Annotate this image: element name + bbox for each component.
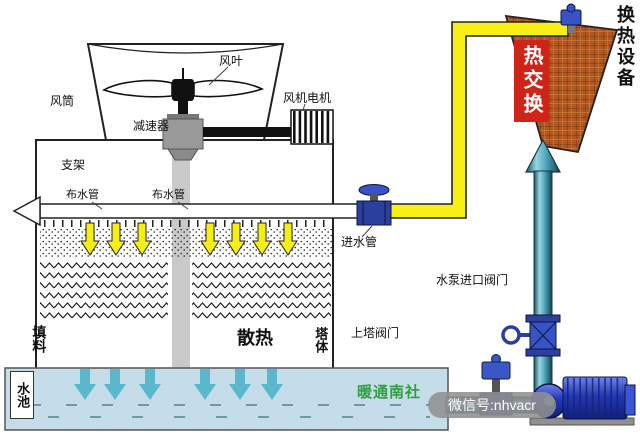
label-packing: 填料 <box>31 325 48 353</box>
label-fan-motor: 风机电机 <box>283 91 332 105</box>
label-heat-exchanger: 热交换 <box>514 40 549 122</box>
label-pointer-lines <box>91 66 373 238</box>
pool-water-dashes <box>30 404 430 418</box>
label-support: 支架 <box>61 158 86 172</box>
distribution-pipe-arrow <box>12 195 41 227</box>
watermark-brand: 暖通南社 <box>357 384 422 401</box>
spray-arrows <box>80 222 298 256</box>
label-dist-pipe-right: 布水管 <box>152 189 185 201</box>
label-water-pool: 水池 <box>15 382 31 408</box>
label-upper-tower-valve: 上塔阀门 <box>351 326 400 340</box>
label-tower-body: 塔体 <box>313 327 329 353</box>
label-wind-cylinder: 风筒 <box>50 94 75 108</box>
label-inlet-pipe: 进水管 <box>341 235 378 249</box>
fan-motor <box>290 109 334 145</box>
exchanger-inlet-valve <box>560 3 582 33</box>
label-heat-dissipation: 散热 <box>237 328 273 348</box>
drive-shaft-bar <box>203 127 291 137</box>
fan-blades <box>102 68 265 119</box>
packing-fill <box>40 262 331 322</box>
inlet-pipe-valve <box>356 184 392 226</box>
pool-flow-arrows <box>74 369 283 400</box>
label-heat-exchange-equipment: 换热设备 <box>615 5 635 89</box>
label-pump-inlet-valve: 水泵进口阀门 <box>436 273 509 287</box>
hot-water-pipe <box>379 21 569 219</box>
label-fan-blade: 风叶 <box>219 54 244 68</box>
distribution-pipe <box>39 203 387 219</box>
label-dist-pipe-left: 布水管 <box>66 189 99 201</box>
tower-central-column <box>172 148 190 374</box>
label-reducer: 减速器 <box>133 119 170 133</box>
watermark-wechat-id: 微信号:nhvacr <box>428 392 556 418</box>
reducer-gearbox <box>162 114 204 161</box>
water-pool-label-box: 水池 <box>10 371 34 419</box>
fan-housing-rim <box>87 43 284 54</box>
riser-valve <box>501 314 561 357</box>
